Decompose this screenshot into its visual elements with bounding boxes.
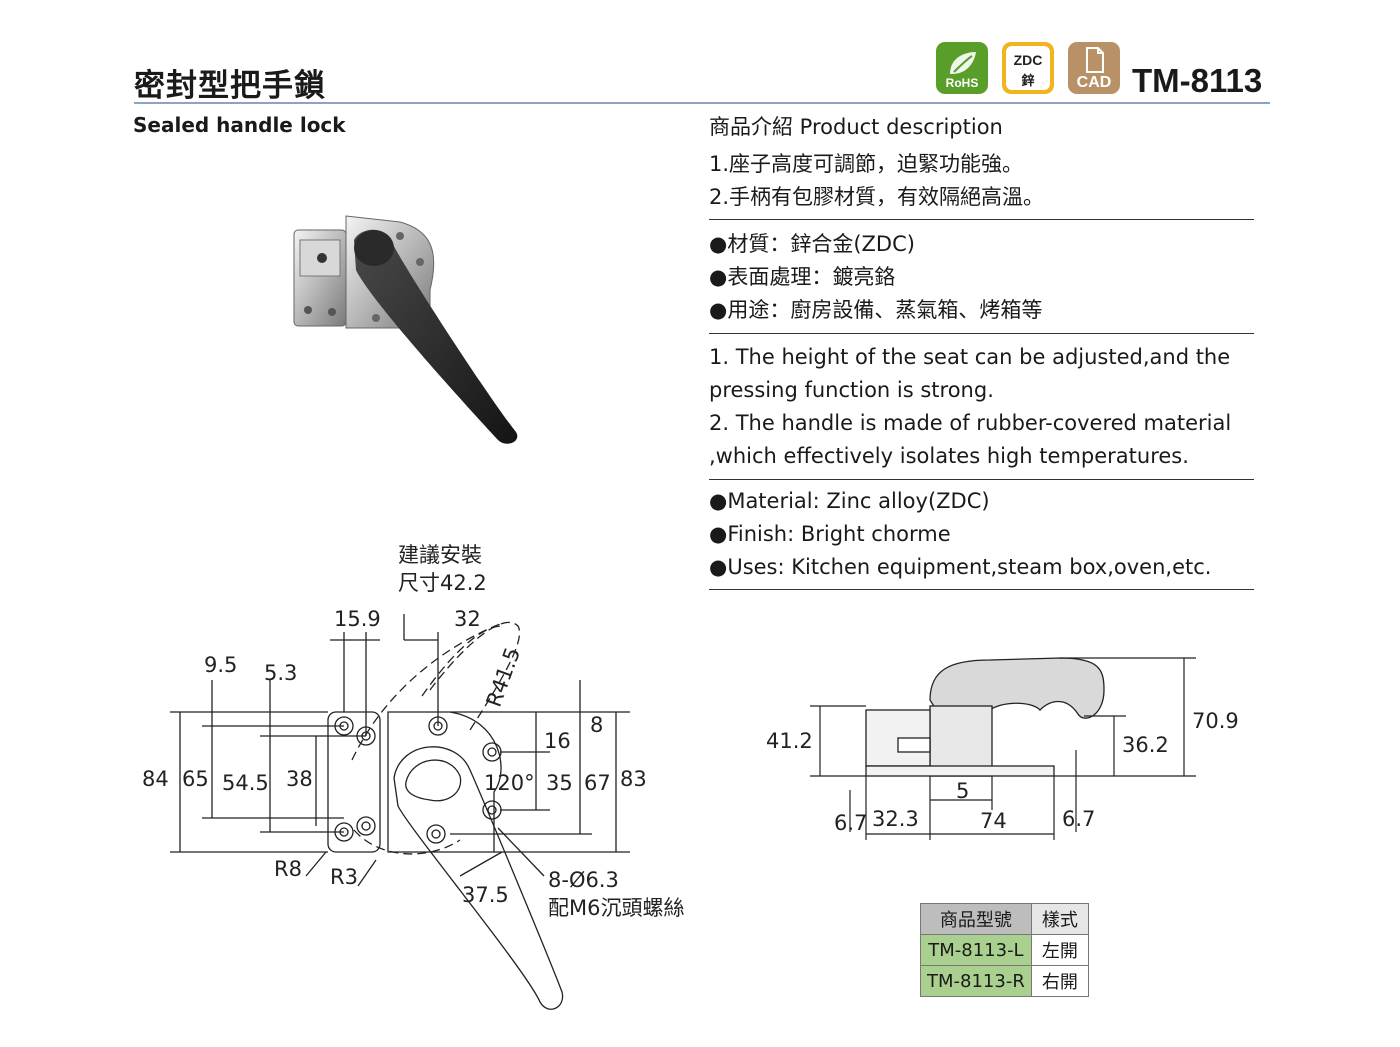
rohs-label: RoHS — [945, 76, 979, 90]
en-spec-finish: ●Finish: Bright chorme — [709, 522, 951, 546]
page-title: 密封型把手鎖 — [134, 68, 326, 104]
dim-41-2: 41.2 — [766, 729, 813, 753]
side-view-drawing: 41.2 70.9 36.2 5 6.7 32.3 74 6.7 — [766, 657, 1239, 840]
model-number: TM-8113 — [1132, 62, 1263, 99]
en-point-line-1: 1. The height of the seat can be adjuste… — [709, 345, 1231, 369]
style-cell: 左開 — [1030, 934, 1089, 966]
page-subtitle: Sealed handle lock — [133, 113, 346, 137]
description-heading: 商品介紹 Product description — [709, 115, 1003, 139]
header-divider — [134, 102, 1270, 104]
dim-16: 16 — [544, 729, 571, 753]
model-table: 商品型號 樣式 TM-8113-L 左開 TM-8113-R 右開 — [920, 903, 1089, 997]
dim-r41-5: R41.5 — [482, 644, 526, 710]
cad-label: CAD — [1076, 74, 1112, 91]
dim-r3: R3 — [330, 865, 358, 889]
install-note-line-2: 尺寸42.2 — [398, 571, 487, 595]
dim-5: 5 — [956, 779, 969, 803]
en-point-line-2: pressing function is strong. — [709, 378, 994, 402]
hole-note-1: 8-Ø6.3 — [548, 868, 619, 892]
hole-note-2: 配M6沉頭螺絲 — [548, 896, 684, 920]
dim-r8: R8 — [274, 857, 302, 881]
model-cell: TM-8113-R — [920, 965, 1032, 997]
dim-35: 35 — [546, 771, 573, 795]
divider — [709, 479, 1254, 480]
dim-5-3: 5.3 — [264, 661, 297, 685]
dim-65: 65 — [182, 767, 209, 791]
dim-6-7-left: 6.7 — [834, 811, 867, 835]
zh-point-1: 1.座子高度可調節，迫緊功能強。 — [709, 152, 1024, 176]
dim-9-5: 9.5 — [204, 653, 237, 677]
front-view-drawing: 建議安裝 尺寸42.2 15.9 32 R41.5 9.5 5.3 84 65 … — [142, 543, 684, 1010]
install-note-line-1: 建議安裝 — [398, 543, 482, 567]
dim-32: 32 — [454, 607, 481, 631]
dim-15-9: 15.9 — [334, 607, 381, 631]
dim-84: 84 — [142, 767, 169, 791]
divider — [709, 589, 1254, 590]
en-point-line-3: 2. The handle is made of rubber-covered … — [709, 411, 1232, 435]
zdc-badge-icon: ZDC 鋅 — [1002, 42, 1054, 94]
zh-point-2: 2.手柄有包膠材質，有效隔絕高溫。 — [709, 185, 1045, 209]
side-handle — [929, 657, 1105, 719]
en-point-line-4: ,which effectively isolates high tempera… — [709, 444, 1189, 468]
en-spec-material: ●Material: Zinc alloy(ZDC) — [709, 489, 990, 513]
dim-36-2: 36.2 — [1122, 733, 1169, 757]
handle-outline — [393, 746, 564, 1010]
dim-74: 74 — [980, 809, 1007, 833]
dim-32-3: 32.3 — [872, 807, 919, 831]
dim-6-7-right: 6.7 — [1062, 807, 1095, 831]
rohs-badge-icon: RoHS — [936, 42, 988, 94]
divider — [709, 219, 1254, 220]
dim-70-9: 70.9 — [1192, 709, 1239, 733]
zdc-label: ZDC — [1013, 52, 1043, 68]
style-cell: 右開 — [1030, 965, 1089, 997]
table-row: TM-8113-R 右開 — [920, 965, 1089, 997]
header-style: 樣式 — [1030, 903, 1089, 935]
zdc-sub-label: 鋅 — [1021, 73, 1035, 88]
dim-54-5: 54.5 — [222, 771, 269, 795]
dim-8: 8 — [590, 713, 603, 737]
table-row: TM-8113-L 左開 — [920, 934, 1089, 966]
base-plate — [327, 711, 381, 853]
header-model: 商品型號 — [920, 903, 1032, 935]
side-body — [929, 705, 993, 777]
dim-120-deg: 120° — [484, 771, 535, 795]
dim-67: 67 — [584, 771, 611, 795]
zh-spec-material: ●材質：鋅合金(ZDC) — [709, 232, 915, 256]
model-cell: TM-8113-L — [920, 934, 1032, 966]
zh-spec-uses: ●用途：廚房設備、蒸氣箱、烤箱等 — [709, 298, 1043, 322]
table-header-row: 商品型號 樣式 — [920, 903, 1089, 935]
en-spec-uses: ●Uses: Kitchen equipment,steam box,oven,… — [709, 555, 1212, 579]
cad-badge-icon: CAD — [1068, 42, 1120, 94]
dim-38: 38 — [286, 767, 313, 791]
zh-spec-finish: ●表面處理：鍍亮鉻 — [709, 265, 896, 289]
dim-83: 83 — [620, 767, 647, 791]
divider — [709, 333, 1254, 334]
main-body — [387, 711, 502, 853]
product-photo — [293, 215, 518, 444]
dim-37-5: 37.5 — [462, 883, 509, 907]
